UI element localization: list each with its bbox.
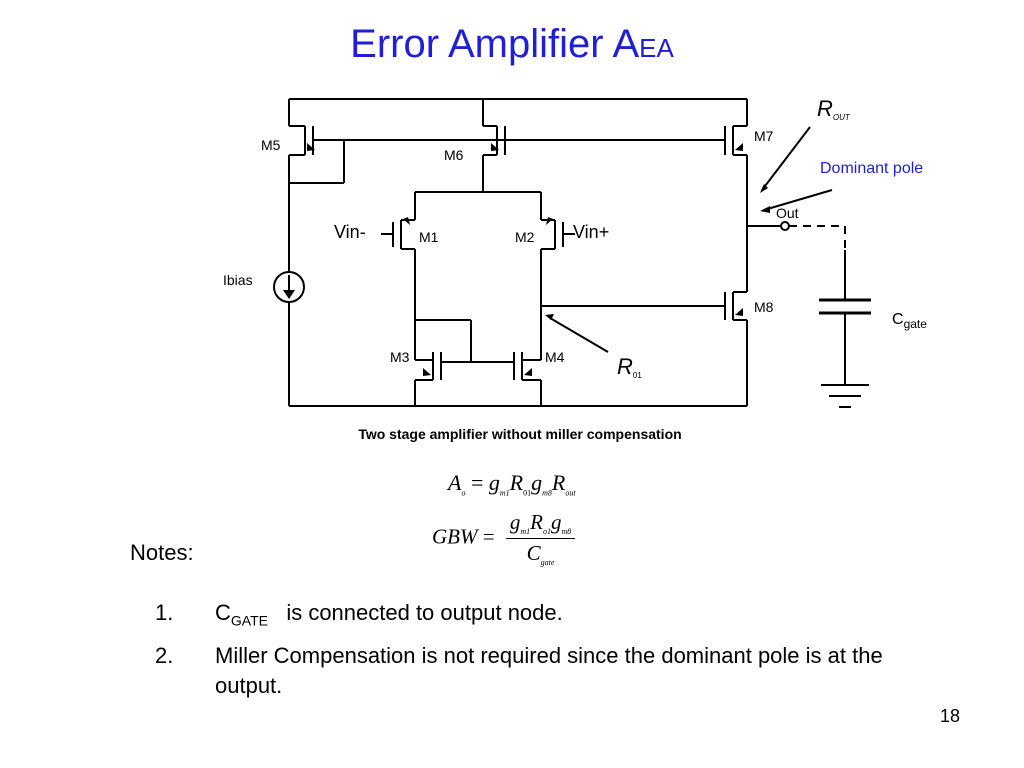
out-node [780, 221, 790, 231]
gbw-fraction: gm1Ro1gm8 Cgate [505, 510, 576, 567]
note-item: 2. Miller Compensation is not required s… [155, 641, 915, 701]
notes-heading: Notes: [130, 540, 194, 565]
note-number: 1. [155, 600, 174, 625]
label-m8: M8 [754, 299, 774, 315]
ibias-source [273, 271, 305, 303]
label-m5: M5 [261, 137, 281, 153]
label-out: Out [776, 205, 799, 221]
capacitor [819, 298, 871, 315]
equation-gbw: GBW = gm1Ro1gm8 Cgate [432, 510, 576, 567]
label-vin-plus: Vin+ [573, 222, 609, 242]
label-m4: M4 [545, 349, 565, 365]
notes-list: 1. CGATE is connected to output node. 2.… [155, 598, 915, 707]
figure-caption: Two stage amplifier without miller compe… [358, 426, 682, 442]
label-rout: ROUT [817, 96, 851, 122]
label-vin-minus: Vin- [334, 222, 366, 242]
note-number: 2. [155, 643, 174, 669]
label-m7: M7 [754, 128, 774, 144]
label-m1: M1 [419, 229, 439, 245]
wires [288, 98, 846, 407]
equation-ao: Ao = gm1R01gm8Rout [448, 470, 576, 498]
slide-title: Error Amplifier AEA [0, 22, 1024, 67]
note-text: Miller Compensation is not required sinc… [215, 643, 883, 699]
label-m3: M3 [390, 349, 410, 365]
note-item: 1. CGATE is connected to output node. [155, 598, 915, 635]
label-m6: M6 [444, 147, 464, 163]
circuit-labels: M5 M6 M7 M8 M1 M2 M3 M4 Vin- Vin+ Ibias … [223, 96, 927, 380]
label-dominant-pole: Dominant pole [820, 160, 923, 177]
label-cgate: Cgate [892, 311, 927, 331]
ground-symbol [821, 384, 869, 408]
title-subscript: EA [639, 33, 674, 63]
label-ibias: Ibias [223, 272, 253, 288]
note-text: CGATE is connected to output node. [215, 600, 563, 629]
title-main: Error Amplifier A [350, 22, 640, 66]
label-r01: R01 [617, 354, 642, 380]
page-number: 18 [940, 706, 961, 726]
label-m2: M2 [515, 229, 535, 245]
arrowheads [307, 143, 770, 376]
